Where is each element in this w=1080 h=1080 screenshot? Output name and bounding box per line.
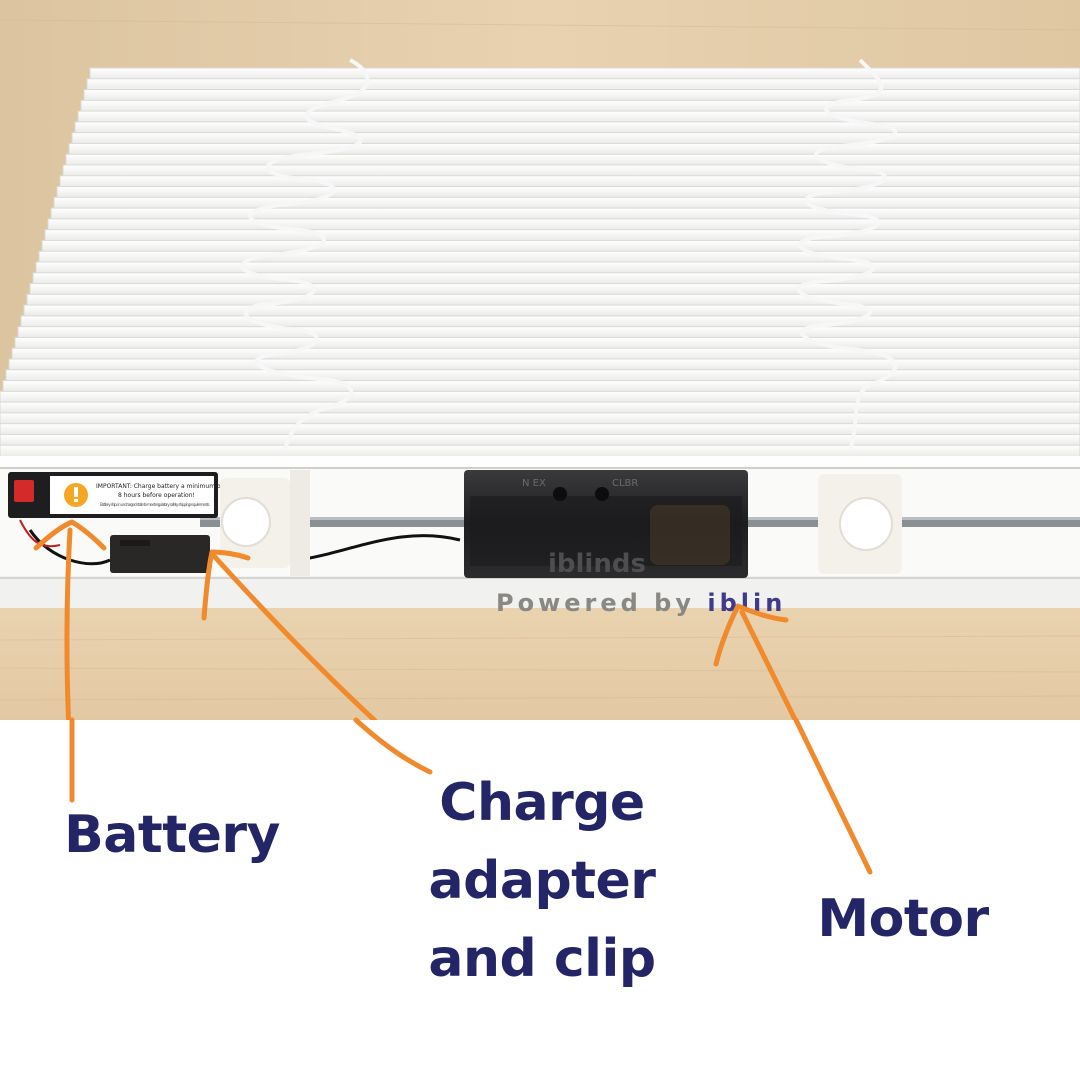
charge-adapter-label: Charge adapter and clip xyxy=(412,764,672,998)
ladder-cord-right xyxy=(796,58,898,451)
battery-pack: IMPORTANT: Charge battery a minimum of 8… xyxy=(8,472,224,573)
slat xyxy=(26,293,1080,307)
caption-panel xyxy=(0,720,1080,1080)
slat-stack xyxy=(0,67,1080,458)
slat xyxy=(0,423,1080,436)
slat xyxy=(17,326,1080,339)
rail-powered-text: Powered by xyxy=(496,589,707,617)
battery-arrowhead xyxy=(33,519,107,551)
slat xyxy=(80,99,1080,113)
ladder-cord-left xyxy=(240,58,370,451)
motor-brand: iblinds xyxy=(548,549,646,579)
slat xyxy=(14,336,1080,350)
motor-port-right: CLBR xyxy=(612,478,638,489)
slat xyxy=(0,412,1080,426)
slat xyxy=(62,164,1080,178)
charge-label-line-2: adapter xyxy=(428,851,656,911)
charge-label-line-1: Charge xyxy=(439,773,645,833)
motor-port-left: N EX xyxy=(522,478,546,489)
slat xyxy=(35,261,1080,275)
motor-arrowhead xyxy=(713,603,789,667)
power-switch xyxy=(14,480,34,502)
slat xyxy=(0,390,1080,404)
slat xyxy=(65,153,1080,167)
slat xyxy=(11,347,1080,361)
warning-fine: Battery ships in uncharged state to meet… xyxy=(100,502,210,507)
tilt-gear-left xyxy=(220,470,310,576)
slat xyxy=(44,229,1080,242)
battery-label-text: Battery xyxy=(64,805,280,865)
motor-label: Motor xyxy=(808,880,998,958)
slat xyxy=(0,433,1080,447)
warning-title: IMPORTANT: Charge battery a minimum of xyxy=(96,483,224,490)
slat xyxy=(59,175,1080,189)
tilt-gear-right xyxy=(818,474,902,574)
slat xyxy=(89,67,1080,81)
slat xyxy=(32,272,1080,286)
motor-unit: N EX CLBR iblinds xyxy=(464,470,748,579)
slat xyxy=(2,380,1080,393)
slat xyxy=(23,304,1080,318)
slat xyxy=(56,186,1080,199)
slat xyxy=(38,250,1080,264)
slat xyxy=(68,142,1080,156)
charge-arrowhead xyxy=(201,549,251,621)
slat xyxy=(29,283,1080,296)
slat xyxy=(0,401,1080,415)
charge-label-line-3: and clip xyxy=(428,929,656,989)
slat xyxy=(77,110,1080,124)
rail-brand-text: iblin xyxy=(707,589,786,617)
wood-front xyxy=(0,600,1080,720)
slat xyxy=(86,78,1080,92)
slat xyxy=(53,196,1080,210)
slat xyxy=(50,207,1080,221)
warning-line2: 8 hours before operation! xyxy=(118,492,195,499)
slat xyxy=(47,218,1080,232)
slat xyxy=(5,369,1080,383)
slat xyxy=(8,358,1080,372)
slat xyxy=(71,132,1080,145)
slat xyxy=(0,444,1080,458)
slat xyxy=(83,89,1080,102)
battery-label: Battery xyxy=(60,796,284,874)
slat xyxy=(20,315,1080,329)
motor-label-text: Motor xyxy=(817,889,989,949)
slat xyxy=(41,239,1080,253)
slat xyxy=(74,121,1080,135)
